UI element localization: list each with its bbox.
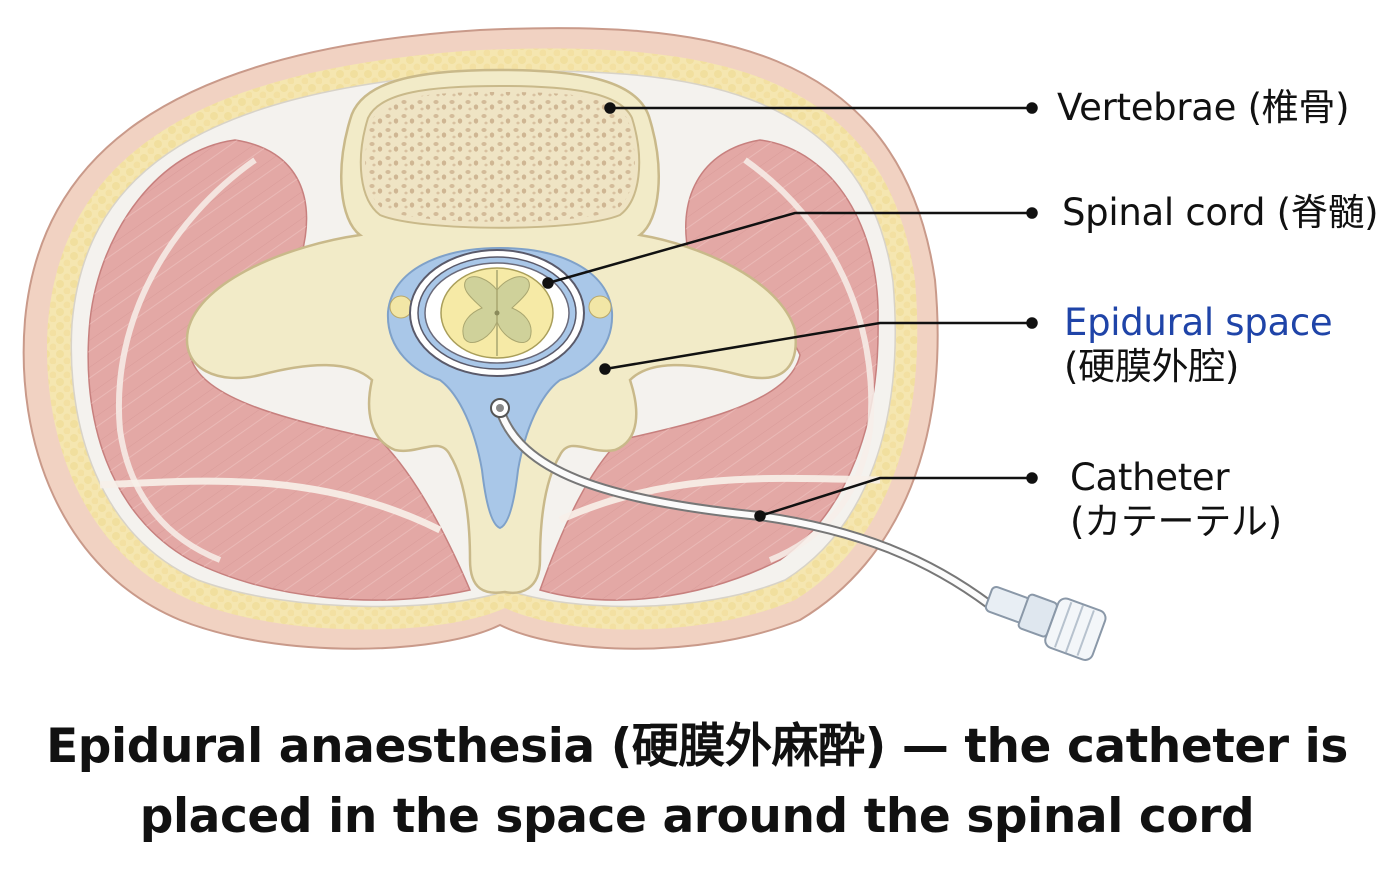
label-vertebrae: Vertebrae (椎骨) xyxy=(1057,86,1350,130)
label-spinal-cord: Spinal cord (脊髄) xyxy=(1062,191,1379,235)
leader-spinal-cord xyxy=(547,211,1032,285)
label-catheter: Catheter (カテーテル) xyxy=(1070,456,1282,545)
catheter-connector xyxy=(984,585,1107,661)
leader-catheter xyxy=(759,476,1032,518)
label-epidural-space-jp: (硬膜外腔) xyxy=(1064,345,1240,389)
leader-lines xyxy=(542,102,1038,522)
label-catheter-jp: (カテーテル) xyxy=(1070,500,1282,544)
label-spinal-cord-text: Spinal cord (脊髄) xyxy=(1062,191,1379,234)
caption: Epidural anaesthesia (硬膜外麻酔) — the cathe… xyxy=(0,712,1394,852)
label-epidural-space-text: Epidural space xyxy=(1064,301,1333,344)
label-catheter-text: Catheter xyxy=(1070,456,1230,499)
label-epidural-space: Epidural space (硬膜外腔) xyxy=(1064,301,1333,390)
leader-epidural-space xyxy=(604,321,1032,371)
caption-line-2: placed in the space around the spinal co… xyxy=(139,789,1255,844)
caption-line-1: Epidural anaesthesia (硬膜外麻酔) — the cathe… xyxy=(46,719,1348,774)
label-vertebrae-text: Vertebrae (椎骨) xyxy=(1057,86,1350,129)
